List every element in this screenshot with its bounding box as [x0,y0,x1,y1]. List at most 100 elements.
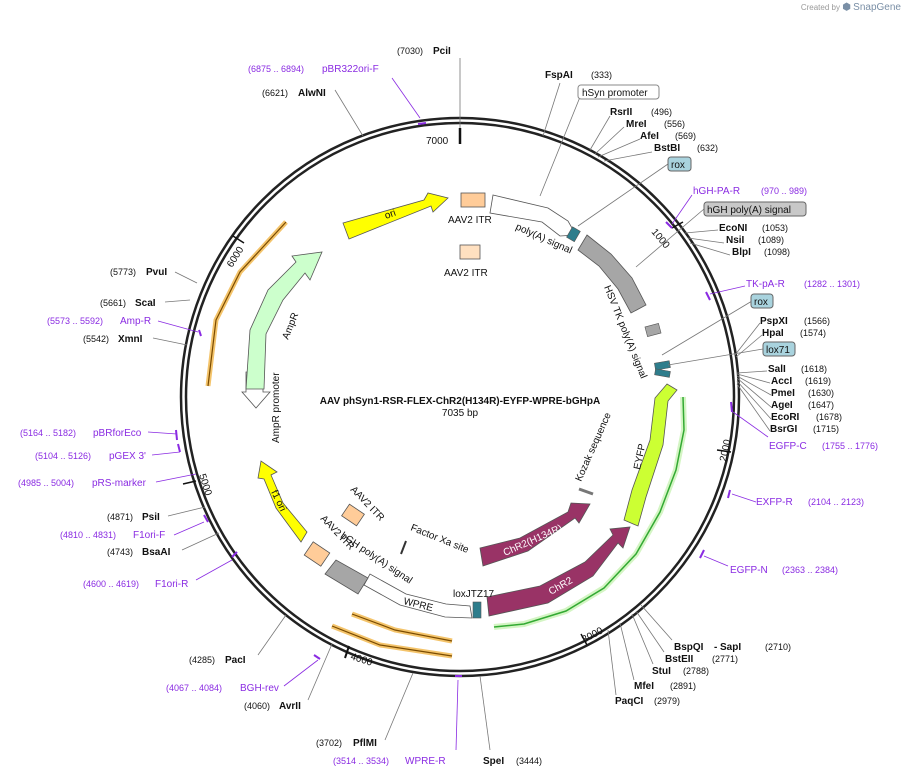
primer-egfp-c[interactable]: EGFP-C [769,441,807,452]
chr2-h134r-feature[interactable] [479,502,591,567]
enzyme-stui[interactable]: StuI [652,666,671,677]
primer-pbrforeco[interactable]: pBRforEco [93,428,142,439]
f1-ori-label: f1 ori [268,488,288,513]
enzyme-pos-stui: (2788) [683,666,709,676]
boxed-labels: hSyn promoter rox hGH poly(A) signal rox… [539,84,807,366]
primer-hgh-pa-r[interactable]: hGH-PA-R [693,186,740,197]
enzyme-pos-nsii: (1089) [758,235,784,245]
primer-range-f1ori-f: (4810 .. 4831) [60,530,116,540]
enzyme-bsrgi[interactable]: BsrGI [770,424,797,435]
orf-arc-bottom-1 [351,611,453,644]
enzyme-fspai[interactable]: FspAI [545,70,573,81]
enzyme-paci[interactable]: PacI [225,655,246,666]
primer-tk-pa-r[interactable]: TK-pA-R [746,279,785,290]
credit-brand: SnapGene [853,2,901,13]
chr2-feature[interactable] [486,526,631,617]
enzyme-pos-pspxi: (1566) [804,316,830,326]
aav2-itr-bottom-inner[interactable] [341,503,365,527]
primer-f1ori-f[interactable]: F1ori-F [133,530,165,541]
enzyme-pflmi[interactable]: PflMI [353,738,377,749]
primer-pbr322ori-f[interactable]: pBR322ori-F [322,64,379,75]
kozak-feature[interactable] [578,487,594,496]
enzyme-avrii[interactable]: AvrII [279,701,301,712]
enzyme-pos-sali: (1618) [801,364,827,374]
enzyme-pos-pflmi: (3702) [316,738,342,748]
orf-arc-bottom-1-line [351,613,453,642]
enzyme-alwni[interactable]: AlwNI [298,88,326,99]
enzyme-nsii[interactable]: NsiI [726,235,745,246]
enzyme-afei[interactable]: AfeI [640,131,659,142]
box-hsyn-promoter: hSyn promoter [582,88,648,99]
hsv-tk-polya-feature[interactable] [577,234,647,314]
enzyme-acci[interactable]: AccI [771,376,792,387]
primer-prs-marker[interactable]: pRS-marker [92,478,147,489]
primer-range-egfp-c: (1755 .. 1776) [822,441,878,451]
enzyme-ecori[interactable]: EcoRI [771,412,800,423]
aav2-itr-top[interactable] [460,192,486,208]
kozak-label: Kozak sequence [574,411,614,483]
enzyme-pos-ecori: (1678) [816,412,842,422]
wpre-feature[interactable] [363,573,473,619]
primer-range-exfp-r: (2104 .. 2123) [808,497,864,507]
lox-marker-2[interactable] [654,368,671,378]
enzyme-pcii[interactable]: PciI [433,46,451,57]
enzyme-hpai[interactable]: HpaI [762,328,784,339]
aav2-itr-bottom-outer[interactable] [303,541,331,567]
primer-wpre-r[interactable]: WPRE-R [405,756,446,767]
primer-range-bgh-rev: (4067 .. 4084) [166,683,222,693]
eyfp-feature[interactable] [623,383,678,527]
bgh-polya-feature[interactable] [324,559,369,595]
enzyme-pvui[interactable]: PvuI [146,267,167,278]
hsv-tk-polya-small[interactable] [644,322,662,338]
primer-amp-r[interactable]: Amp-R [120,316,151,327]
enzyme-pmei[interactable]: PmeI [771,388,795,399]
factor-xa-feature[interactable] [400,540,407,555]
primer-f1ori-r[interactable]: F1ori-R [155,579,188,590]
primer-exfp-r[interactable]: EXFP-R [756,497,793,508]
enzyme-bstbi[interactable]: BstBI [654,143,680,154]
orf-arc-left-line [207,221,287,387]
orf-arc-bottom-2-line [331,625,453,657]
enzyme-pos-bsteii: (2771) [712,654,738,664]
loxjtz17-feature[interactable] [472,601,482,619]
enzyme-pos-pmei: (1630) [808,388,834,398]
enzyme-sali[interactable]: SalI [768,364,786,375]
enzyme-spei[interactable]: SpeI [483,756,504,767]
enzyme-bsteii[interactable]: BstEII [665,654,694,665]
enzyme-xmni[interactable]: XmnI [118,334,143,345]
enzyme-agei[interactable]: AgeI [771,400,793,411]
primer-range-wpre-r: (3514 .. 3534) [333,756,389,766]
aav2-itr-inner-label: AAV2 ITR [444,268,488,279]
primer-pgex-3[interactable]: pGEX 3' [109,451,146,462]
enzyme-pspxi[interactable]: PspXI [760,316,788,327]
enzyme-rsrii[interactable]: RsrII [610,107,632,118]
enzyme-pos-bsrgi: (1715) [813,424,839,434]
loxjtz17-label: loxJTZ17 [453,589,495,600]
enzyme-blpi[interactable]: BlpI [732,247,751,258]
snapgene-logo: ⬢ [842,2,851,13]
ampr-feature[interactable] [245,251,323,390]
enzyme-econi[interactable]: EcoNI [719,223,748,234]
primer-egfp-n[interactable]: EGFP-N [730,565,768,576]
tick-7000: 7000 [426,136,449,147]
ori-feature[interactable] [342,192,449,240]
enzyme-bsaai[interactable]: BsaAI [142,547,171,558]
lox-marker-1[interactable] [654,360,671,371]
enzyme-mrei[interactable]: MreI [626,119,647,130]
eyfp-label: EYFP [632,442,648,470]
enzyme-pos-fspai: (333) [591,70,612,80]
enzyme-scai[interactable]: ScaI [135,298,156,309]
enzyme-bspqi[interactable]: BspQI [674,642,704,653]
aav2-itr-inner[interactable] [459,244,481,260]
enzyme-paqci[interactable]: PaqCI [615,696,644,707]
rox-marker-1[interactable] [566,226,581,243]
primer-bgh-rev[interactable]: BGH-rev [240,683,279,694]
f1-ori-feature[interactable] [257,460,308,543]
box-lox71: lox71 [766,345,790,356]
enzyme-mfei[interactable]: MfeI [634,681,654,692]
ori-label: ori [383,208,397,222]
enzyme-sapi[interactable]: SapI [720,642,741,653]
enzyme-pos-avrii: (4060) [244,701,270,711]
enzyme-psii[interactable]: PsiI [142,512,160,523]
plasmid-name: AAV phSyn1-RSR-FLEX-ChR2(H134R)-EYFP-WPR… [320,396,600,407]
